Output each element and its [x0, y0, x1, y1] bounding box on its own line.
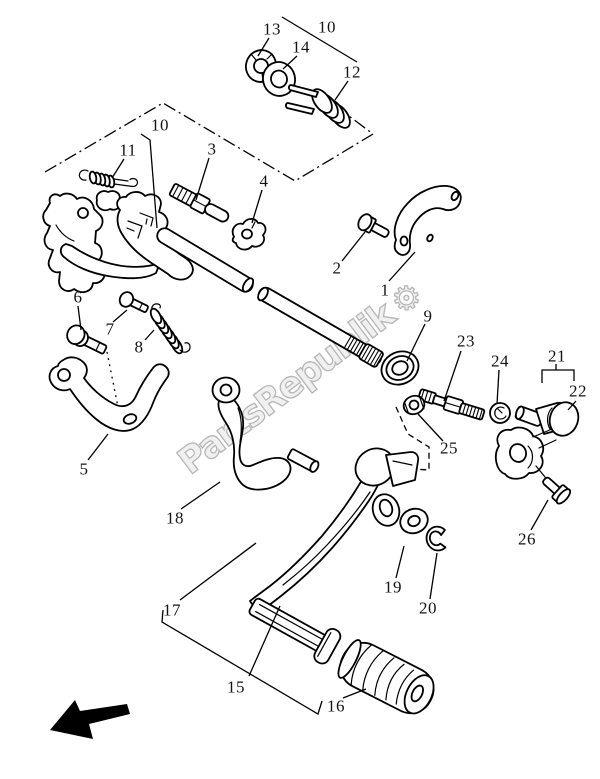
direction-arrow-icon [50, 700, 130, 739]
part-26-bolt [542, 476, 572, 505]
part-label-13: 13 [263, 19, 281, 39]
part-19-washer [399, 507, 429, 535]
leader-3 [195, 157, 210, 201]
part-14-washer [262, 61, 296, 97]
leader-13 [257, 37, 270, 57]
part-label-5: 5 [79, 459, 89, 479]
part-label-18: 18 [166, 508, 184, 528]
part-label-9: 9 [423, 306, 433, 326]
leader-7 [112, 309, 128, 323]
part-label-11: 11 [119, 140, 137, 160]
part-3-stud-bolt [168, 183, 230, 223]
part-label-7: 7 [105, 319, 115, 339]
leader-5 [87, 433, 109, 461]
shift-shaft-lower [257, 286, 384, 368]
part-4-claw-washer [231, 218, 267, 251]
dotted-assembly-line [106, 351, 119, 408]
part-16-footpeg-rubber [337, 639, 435, 715]
part-label-24: 24 [491, 351, 509, 371]
leader-23 [443, 350, 462, 402]
part-label-23: 23 [457, 331, 475, 351]
leader-19 [395, 545, 405, 579]
part-label-12: 12 [343, 62, 361, 82]
part-label-6: 6 [73, 287, 83, 307]
group-15-bracket [161, 609, 323, 715]
part-label-15: 15 [227, 677, 245, 697]
dashed-assembly-line [395, 406, 430, 471]
part-11-spring [78, 169, 139, 189]
part-25-nut [402, 394, 426, 416]
leader-lines [77, 37, 577, 699]
leader-9 [406, 323, 426, 362]
leader-25 [417, 413, 444, 442]
part-label-2: 2 [332, 258, 342, 278]
part-label-25: 25 [440, 438, 458, 458]
part-24-nut [489, 402, 511, 424]
part-20-circlip [425, 525, 447, 552]
plate-hole [77, 207, 89, 219]
part-18-shift-lever [211, 376, 320, 491]
part-label-10-upper: 10 [318, 17, 336, 37]
pedal-flange [313, 627, 342, 665]
part-12-torsion-spring [285, 84, 351, 129]
leader-1 [388, 251, 416, 282]
group-boundary-lines [44, 16, 575, 715]
part-label-4: 4 [259, 171, 269, 191]
part-5-fork-lever [48, 356, 170, 432]
leader-22 [567, 400, 577, 411]
part-label-10-lower: 10 [151, 115, 169, 135]
leader-6 [77, 305, 82, 331]
part-9-seal-washer [380, 350, 420, 386]
dash-dot-group-outline [44, 102, 375, 182]
part-8-spring [149, 303, 191, 355]
part-label-3: 3 [207, 139, 217, 159]
part-2-bolt [357, 213, 390, 238]
leader-20 [429, 552, 438, 600]
part-label-8: 8 [134, 337, 144, 357]
part-6-bolt [66, 324, 108, 355]
part-10-shift-guide-assembly [42, 190, 255, 294]
leader-14 [282, 55, 298, 70]
part-label-21: 21 [548, 346, 566, 366]
leader-12 [334, 80, 349, 101]
leader-2 [341, 231, 366, 262]
part-label-26: 26 [518, 529, 536, 549]
stopper-plate [42, 192, 106, 294]
part-22-stopper-lever [494, 401, 580, 480]
stopper-roller [548, 401, 580, 437]
group-21-bracket [541, 364, 575, 383]
leader-4 [251, 189, 263, 224]
part-23-adjust-screw [417, 388, 486, 421]
group-10-top-line [281, 16, 358, 63]
leader-18 [180, 481, 221, 510]
plate-lower-arm [59, 243, 161, 280]
part-label-14: 14 [292, 37, 310, 57]
leader-16 [342, 688, 367, 699]
pedal-clamp [385, 451, 420, 487]
part-label-19: 19 [384, 577, 402, 597]
part-label-1: 1 [380, 280, 390, 300]
part-label-22: 22 [569, 381, 587, 401]
part-1-stopper-lever [393, 185, 462, 256]
leader-10 [140, 133, 158, 229]
leader-8 [144, 329, 155, 341]
leader-11 [111, 158, 125, 179]
part-label-20: 20 [419, 598, 437, 618]
leader-15 [248, 605, 281, 677]
leader-17 [179, 542, 257, 601]
plate-tab [95, 190, 122, 212]
part-7-screw [118, 291, 149, 313]
leader-24 [496, 369, 500, 405]
leader-26 [530, 499, 549, 531]
part-label-16: 16 [327, 696, 345, 716]
part-17-shift-pedal-arm [248, 447, 420, 665]
part-label-17: 17 [163, 600, 181, 620]
